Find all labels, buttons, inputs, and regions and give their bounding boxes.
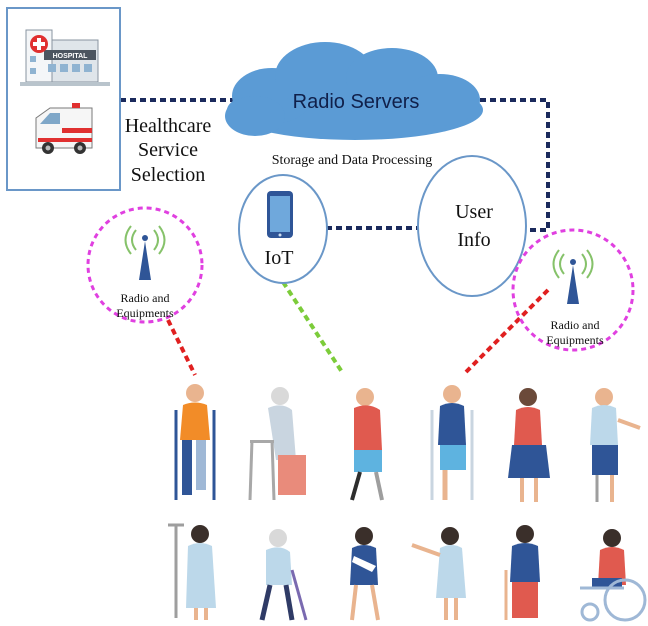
healthcare-label-line2: Service <box>138 139 198 161</box>
user-info-line2: Info <box>457 229 490 251</box>
network-links <box>120 98 550 232</box>
cloud-subtitle: Storage and Data Processing <box>272 153 433 168</box>
person-with-crutches-icon <box>430 385 474 500</box>
radio-right-outline <box>511 228 635 352</box>
radio-left-line2: Equipments <box>116 306 174 320</box>
cloud-icon <box>225 42 483 140</box>
radio-right: Radio and Equipments <box>511 228 635 352</box>
person-with-walker-icon <box>248 387 306 501</box>
radio-left: Radio and Equipments <box>86 206 204 324</box>
person-with-wheelchair-icon <box>580 529 647 622</box>
hospital-sign-text: HOSPITAL <box>53 53 89 60</box>
link-left-radio-people <box>166 319 197 376</box>
person-with-arm-sling-icon <box>350 527 380 621</box>
people-group <box>168 384 647 622</box>
healthcare-label-line3: Selection <box>131 164 205 186</box>
smartphone-icon <box>267 191 293 238</box>
healthcare-label-line1: Healthcare <box>125 115 212 137</box>
person-walking-icon <box>350 388 384 501</box>
person-pointing-icon <box>411 527 466 620</box>
person-with-prosthetic-icon <box>590 388 641 502</box>
link-cloud-right <box>480 98 550 232</box>
person-with-iv-stand-icon <box>168 523 216 620</box>
link-right-radio-people <box>464 288 550 374</box>
person-with-cane-icon <box>259 529 308 621</box>
radio-left-outline <box>86 206 204 324</box>
iot-node: IoT <box>238 174 328 284</box>
radio-right-line1: Radio and <box>551 318 600 332</box>
radio-left-line1: Radio and <box>121 291 170 305</box>
user-info-line1: User <box>455 201 493 223</box>
person-with-cane-icon <box>504 525 540 620</box>
cloud-title: Radio Servers <box>293 91 420 113</box>
ambulance-icon <box>35 103 93 154</box>
person-standing-icon <box>508 388 550 502</box>
user-info-node-outline <box>417 155 527 297</box>
antenna-icon <box>124 225 166 280</box>
hospital-icon: HOSPITAL <box>20 29 110 86</box>
antenna-icon <box>552 249 594 304</box>
link-iot-people <box>281 280 344 374</box>
healthcare-box-frame <box>6 7 121 191</box>
radio-right-line2: Equipments <box>546 333 604 347</box>
user-info-node: User Info <box>417 155 527 297</box>
healthcare-box: HOSPITAL <box>6 7 121 191</box>
person-with-crutches-icon <box>174 384 216 500</box>
iot-label: IoT <box>265 247 294 269</box>
